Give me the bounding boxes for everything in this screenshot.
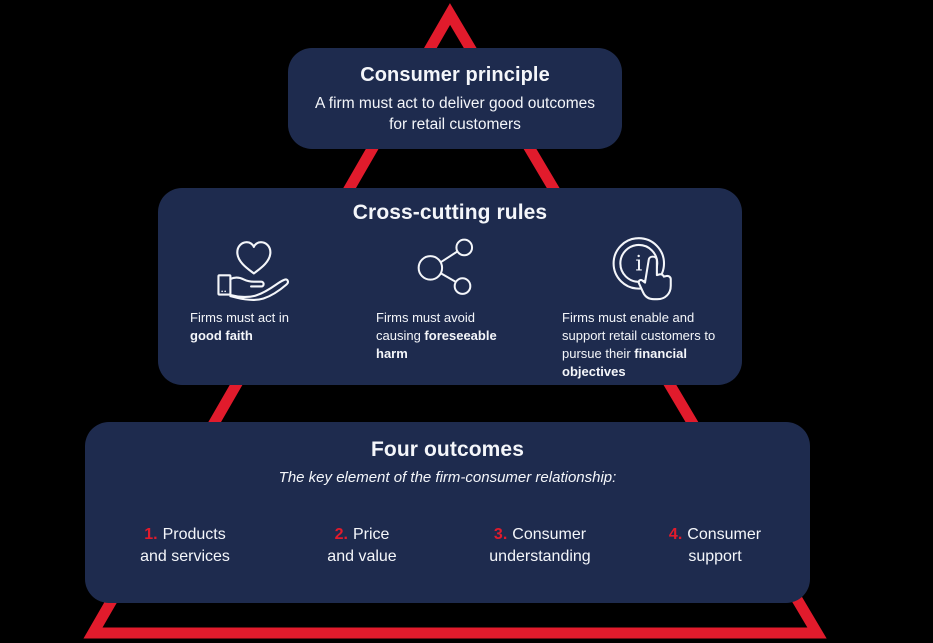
rule-financial-objectives-text: Firms must enable and support retail cus… — [562, 310, 716, 379]
outcome-line: 4.Consumer — [668, 526, 762, 543]
outcome-consumer-support: 4.Consumer support — [640, 524, 790, 568]
outcome-line: understanding — [489, 548, 591, 565]
share-network-icon — [376, 230, 516, 304]
outcome-line: 3.Consumer — [493, 526, 587, 543]
four-outcomes-title: Four outcomes — [371, 438, 524, 461]
outcome-line: support — [688, 548, 742, 565]
four-outcomes-subtitle: The key element of the firm-consumer rel… — [278, 469, 617, 486]
outcome-number: 3. — [493, 526, 508, 543]
rule-financial-objectives: i Firms must enable and support retail c… — [562, 230, 730, 394]
rule-foreseeable-harm: Firms must avoid causing foreseeable har… — [376, 230, 516, 376]
four-outcomes-box: Four outcomes The key element of the fir… — [85, 422, 810, 603]
consumer-principle-body: A firm must act to deliver good outcomes… — [315, 95, 595, 133]
outcome-number: 1. — [144, 526, 158, 543]
consumer-principle-box: Consumer principle A firm must act to de… — [288, 48, 622, 149]
outcome-line: and value — [327, 548, 397, 565]
heart-in-hand-icon — [190, 230, 314, 304]
svg-text:i: i — [635, 252, 642, 277]
outcome-line: and services — [140, 548, 230, 565]
info-button-click-icon: i — [562, 230, 730, 304]
rule-good-faith-text: Firms must act in good faith — [190, 310, 289, 343]
rule-foreseeable-harm-text: Firms must avoid causing foreseeable har… — [376, 310, 497, 361]
outcome-line: 2.Price — [334, 526, 390, 543]
outcome-line: 1.Products — [144, 526, 226, 543]
rule-good-faith: Firms must act in good faith — [190, 230, 314, 358]
outcome-price-value: 2.Price and value — [287, 524, 437, 568]
outcome-number: 4. — [668, 526, 683, 543]
outcome-consumer-understanding: 3.Consumer understanding — [465, 524, 615, 568]
cross-cutting-rules-box: Cross-cutting rules Firms must act in go… — [158, 188, 742, 385]
cross-cutting-rules-title: Cross-cutting rules — [352, 201, 548, 224]
consumer-principle-title: Consumer principle — [360, 64, 550, 86]
outcome-number: 2. — [334, 526, 348, 543]
outcome-products-services: 1.Products and services — [110, 524, 260, 568]
